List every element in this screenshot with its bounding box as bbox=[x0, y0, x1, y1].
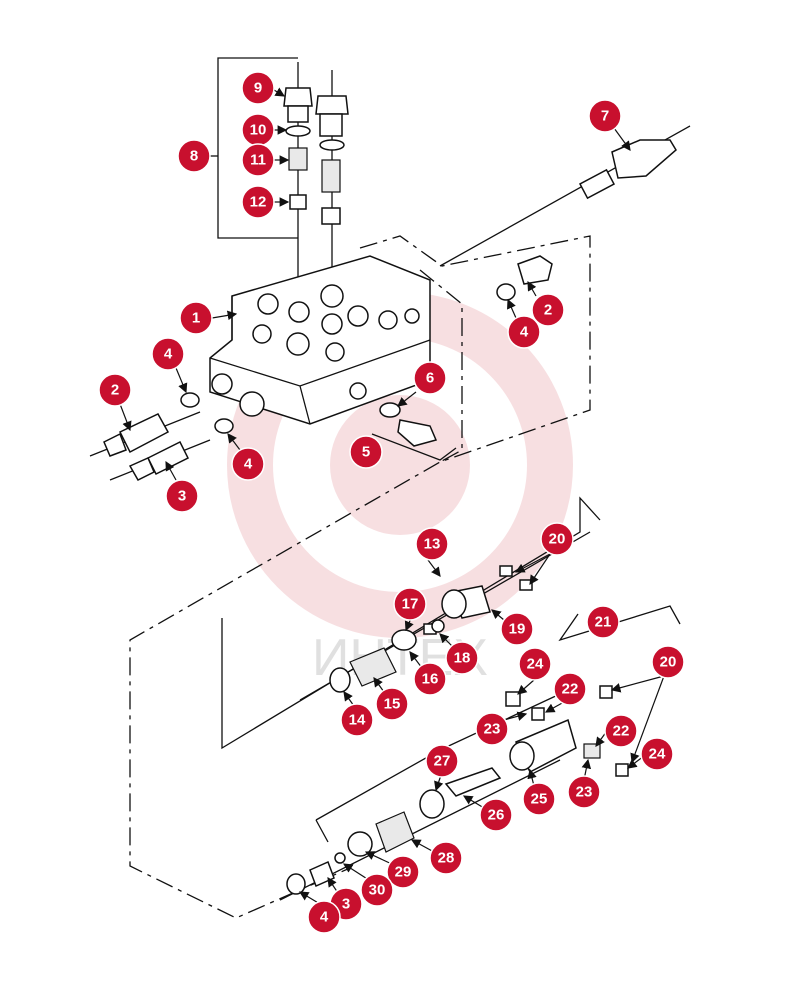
svg-text:3: 3 bbox=[342, 896, 350, 913]
callout-29: 29 bbox=[386, 855, 420, 889]
svg-text:14: 14 bbox=[349, 712, 366, 729]
svg-text:11: 11 bbox=[250, 152, 266, 169]
svg-text:2: 2 bbox=[111, 382, 119, 399]
svg-text:5: 5 bbox=[362, 444, 370, 461]
svg-text:7: 7 bbox=[601, 108, 609, 125]
callout-13: 13 bbox=[415, 527, 449, 561]
callout-30: 30 bbox=[360, 873, 394, 907]
relief-valve-parts bbox=[283, 62, 349, 300]
callout-22-upper: 22 bbox=[553, 672, 587, 706]
lower-section-parts bbox=[279, 759, 561, 901]
left-spools bbox=[89, 392, 234, 481]
callout-14: 14 bbox=[340, 703, 374, 737]
svg-text:22: 22 bbox=[562, 681, 579, 698]
callout-3-upper: 3 bbox=[165, 479, 199, 513]
callout-24-upper: 24 bbox=[518, 647, 552, 681]
section-21-parts bbox=[505, 685, 629, 777]
svg-text:3: 3 bbox=[178, 488, 186, 505]
svg-text:24: 24 bbox=[527, 656, 544, 673]
callout-23-left: 23 bbox=[475, 712, 509, 746]
svg-text:21: 21 bbox=[595, 614, 612, 631]
callout-4-right: 4 bbox=[507, 315, 541, 349]
callout-17: 17 bbox=[393, 587, 427, 621]
plug-5-ring-6 bbox=[379, 402, 438, 447]
svg-text:15: 15 bbox=[384, 696, 401, 713]
svg-text:4: 4 bbox=[320, 909, 329, 926]
callout-20-upper: 20 bbox=[540, 522, 574, 556]
svg-text:4: 4 bbox=[164, 346, 173, 363]
svg-text:27: 27 bbox=[434, 753, 451, 770]
svg-text:20: 20 bbox=[549, 531, 566, 548]
callout-4-lower: 4 bbox=[307, 900, 341, 934]
callout-9: 9 bbox=[241, 71, 275, 105]
callout-10: 10 bbox=[241, 113, 275, 147]
svg-text:16: 16 bbox=[422, 671, 439, 688]
svg-text:19: 19 bbox=[509, 621, 526, 638]
callout-1: 1 bbox=[179, 301, 213, 335]
callout-6: 6 bbox=[413, 361, 447, 395]
svg-text:6: 6 bbox=[426, 370, 434, 387]
callout-5: 5 bbox=[349, 435, 383, 469]
callout-20-lower: 20 bbox=[651, 645, 685, 679]
svg-text:18: 18 bbox=[454, 650, 471, 667]
svg-text:29: 29 bbox=[395, 864, 412, 881]
svg-text:28: 28 bbox=[438, 850, 455, 867]
fitting-7 bbox=[439, 125, 691, 267]
svg-text:13: 13 bbox=[424, 536, 441, 553]
callout-4-left-lower: 4 bbox=[231, 447, 265, 481]
svg-text:25: 25 bbox=[531, 791, 548, 808]
callout-22-lower: 22 bbox=[604, 714, 638, 748]
svg-text:30: 30 bbox=[369, 882, 386, 899]
svg-text:22: 22 bbox=[613, 723, 630, 740]
valve-body bbox=[209, 255, 431, 425]
svg-text:10: 10 bbox=[250, 122, 267, 139]
callout-7: 7 bbox=[588, 99, 622, 133]
svg-text:8: 8 bbox=[190, 148, 198, 165]
svg-text:23: 23 bbox=[484, 721, 501, 738]
callout-2-left: 2 bbox=[98, 373, 132, 407]
callout-16: 16 bbox=[413, 662, 447, 696]
callout-19: 19 bbox=[500, 612, 534, 646]
svg-text:4: 4 bbox=[520, 324, 529, 341]
callout-4-left-upper: 4 bbox=[151, 337, 185, 371]
callout-12: 12 bbox=[241, 185, 275, 219]
svg-text:23: 23 bbox=[576, 784, 593, 801]
svg-text:9: 9 bbox=[254, 80, 262, 97]
callout-23-right: 23 bbox=[567, 775, 601, 809]
callout-2-spool: 2 bbox=[0, 0, 4, 9]
callout-27: 27 bbox=[425, 744, 459, 778]
callout-24-lower: 24 bbox=[640, 737, 674, 771]
callout-26: 26 bbox=[479, 798, 513, 832]
callout-28: 28 bbox=[429, 841, 463, 875]
callout-25: 25 bbox=[522, 782, 556, 816]
callout-11: 11 bbox=[241, 143, 275, 177]
callout-18: 18 bbox=[445, 641, 479, 675]
callout-8: 8 bbox=[177, 139, 211, 173]
svg-text:24: 24 bbox=[649, 746, 666, 763]
svg-text:17: 17 bbox=[402, 596, 419, 613]
section-13-parts bbox=[299, 531, 591, 701]
callout-21: 21 bbox=[586, 605, 620, 639]
callout-15: 15 bbox=[375, 687, 409, 721]
svg-text:2: 2 bbox=[544, 302, 552, 319]
svg-text:1: 1 bbox=[192, 310, 200, 327]
svg-text:4: 4 bbox=[244, 456, 253, 473]
bracket-group-8 bbox=[210, 57, 298, 239]
right-plug-2 bbox=[496, 255, 553, 301]
svg-text:26: 26 bbox=[488, 807, 505, 824]
svg-text:12: 12 bbox=[250, 194, 267, 211]
callout-2-right: 2 bbox=[531, 293, 565, 327]
svg-text:20: 20 bbox=[660, 654, 677, 671]
svg-text:2: 2 bbox=[0, 0, 4, 9]
